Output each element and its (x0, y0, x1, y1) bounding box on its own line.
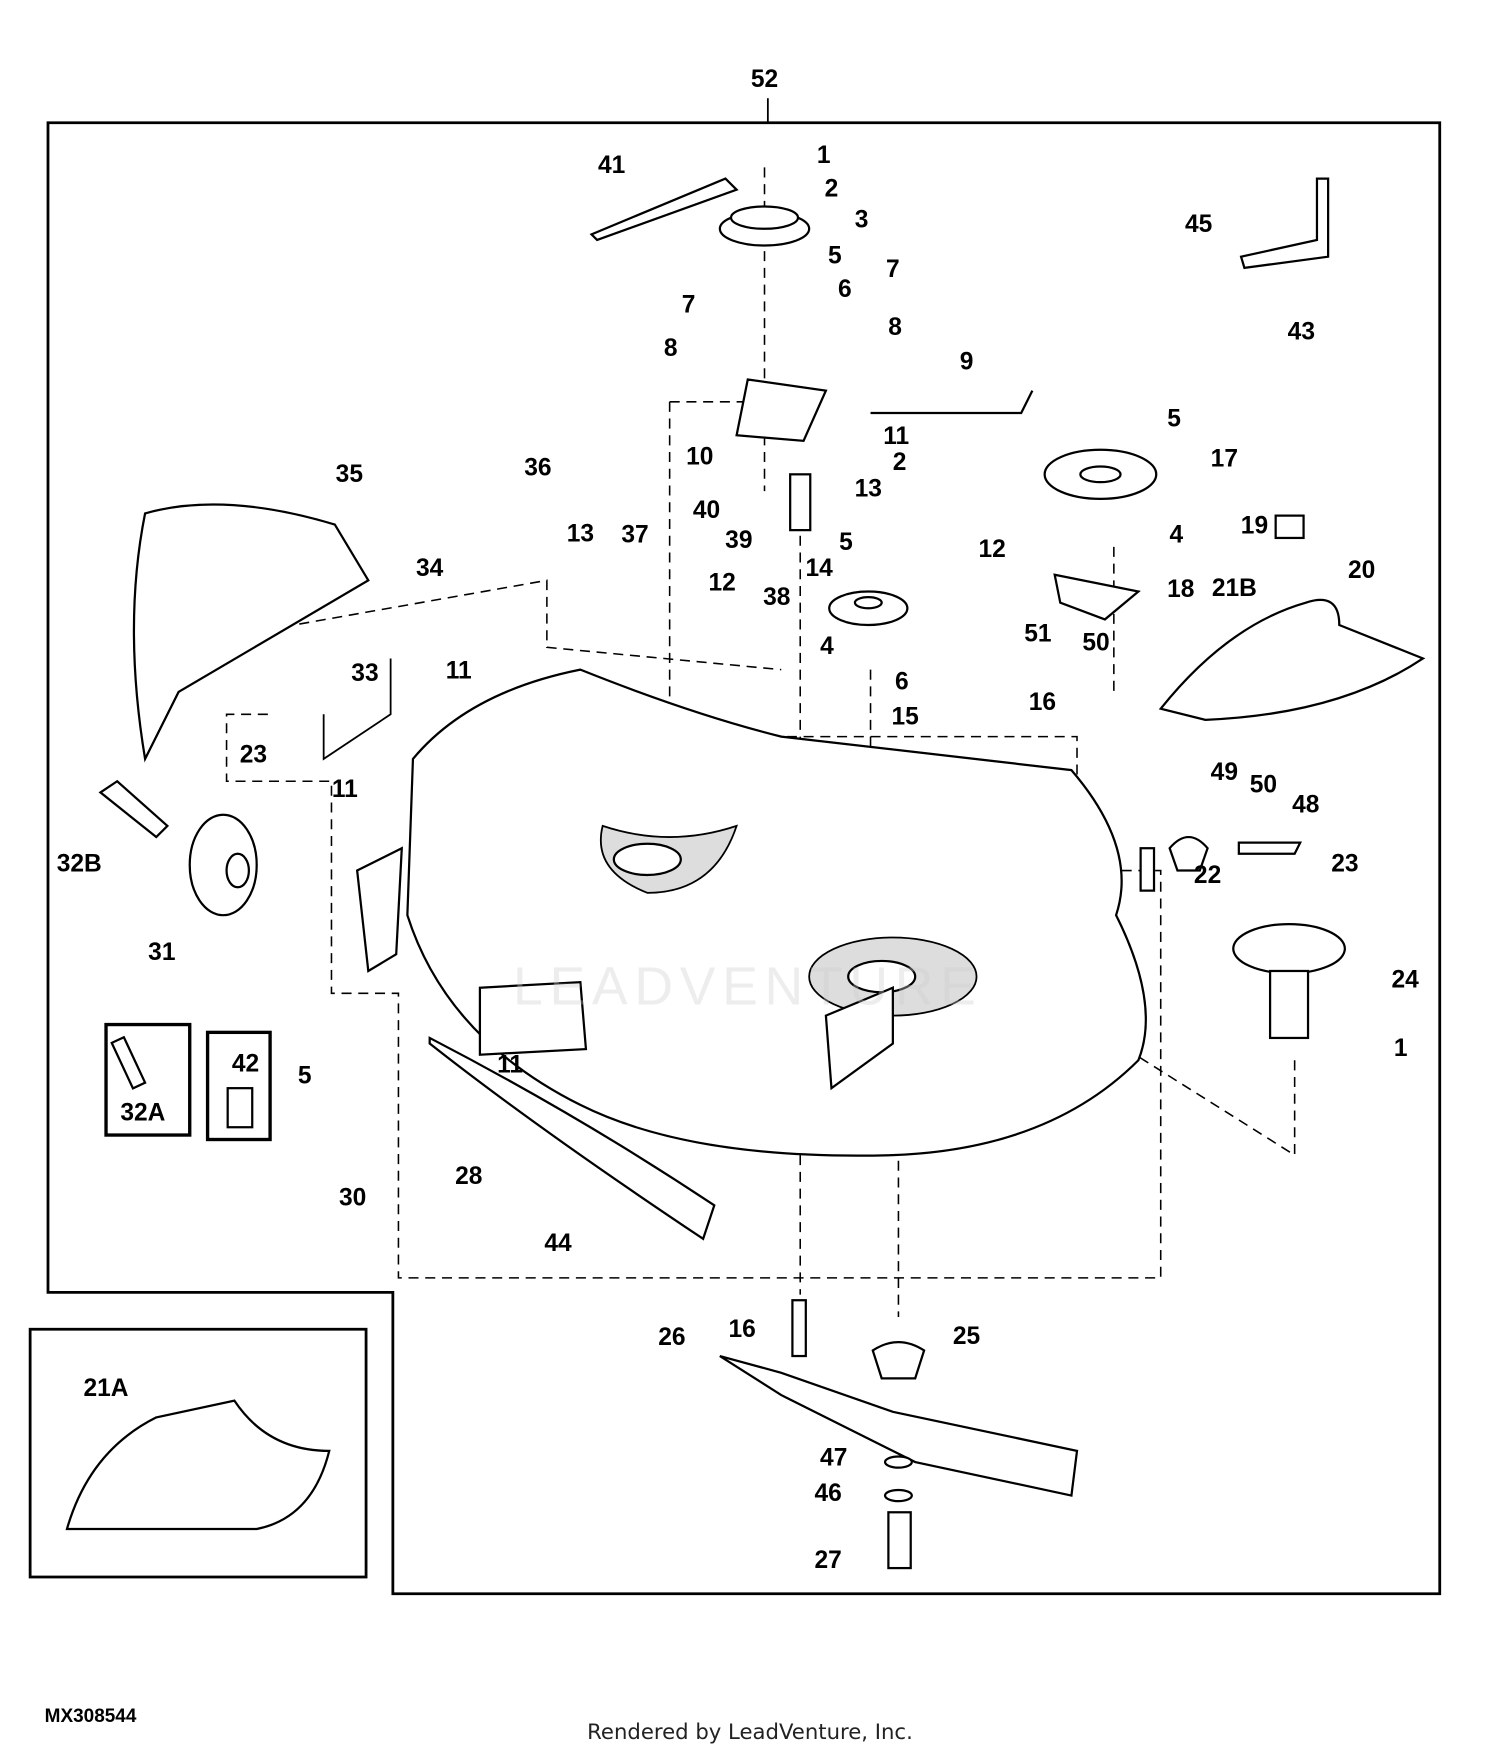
callout-48[interactable]: 48 (1292, 791, 1319, 818)
callout-39[interactable]: 39 (725, 527, 752, 554)
callout-32a[interactable]: 32A (120, 1100, 165, 1127)
inset-box-42 (205, 1030, 272, 1142)
callout-21a[interactable]: 21A (84, 1375, 129, 1402)
callout-47[interactable]: 47 (820, 1444, 847, 1471)
callout-11[interactable]: 11 (883, 423, 909, 450)
inset-box-32a (104, 1022, 192, 1137)
callout-31[interactable]: 31 (148, 939, 175, 966)
deck-housing (355, 668, 1147, 1241)
main-frame (46, 121, 1442, 1596)
callout-16[interactable]: 16 (729, 1316, 756, 1343)
callout-34[interactable]: 34 (416, 555, 444, 582)
callout-25[interactable]: 25 (953, 1323, 980, 1350)
baffle-28 (428, 1036, 716, 1241)
callout-42[interactable]: 42 (232, 1050, 259, 1077)
inset-box-21a (28, 1327, 368, 1579)
components (65, 177, 1426, 1570)
callout-8[interactable]: 8 (888, 314, 902, 341)
callout-36[interactable]: 36 (524, 454, 551, 481)
callout-9[interactable]: 9 (960, 348, 974, 375)
callout-32b[interactable]: 32B (57, 851, 102, 878)
callout-8[interactable]: 8 (664, 335, 678, 362)
callout-5[interactable]: 5 (839, 529, 853, 556)
callout-7[interactable]: 7 (886, 256, 900, 283)
callout-11[interactable]: 11 (446, 658, 472, 685)
callout-40[interactable]: 40 (693, 497, 720, 524)
callout-1[interactable]: 1 (1394, 1035, 1408, 1062)
callout-12[interactable]: 12 (708, 569, 735, 596)
callout-44[interactable]: 44 (544, 1230, 572, 1257)
callout-3[interactable]: 3 (855, 207, 869, 234)
callout-15[interactable]: 15 (891, 703, 918, 730)
callout-5[interactable]: 5 (828, 242, 842, 269)
bracket-10 (735, 378, 828, 443)
callout-11[interactable]: 11 (332, 776, 358, 803)
bracket-43 (1239, 177, 1330, 270)
callout-50[interactable]: 50 (1082, 630, 1109, 657)
callout-13[interactable]: 13 (855, 476, 882, 503)
wheel-31 (225, 852, 251, 889)
callout-7[interactable]: 7 (682, 292, 696, 319)
rod-9 (870, 390, 1034, 415)
bracket-18 (1053, 573, 1141, 621)
frames (28, 98, 1442, 1596)
callout-1[interactable]: 1 (817, 142, 831, 169)
blade-26 (719, 1354, 1079, 1497)
callout-2[interactable]: 2 (893, 449, 907, 476)
callout-2[interactable]: 2 (825, 175, 839, 202)
callout-50[interactable]: 50 (1250, 771, 1277, 798)
callout-52[interactable]: 52 (751, 66, 778, 93)
callout-41[interactable]: 41 (598, 152, 625, 179)
callout-38[interactable]: 38 (763, 584, 790, 611)
callout-23[interactable]: 23 (240, 741, 267, 768)
shield-21a (65, 1399, 331, 1531)
callout-13[interactable]: 13 (567, 520, 594, 547)
callout-30[interactable]: 30 (339, 1184, 366, 1211)
callout-18[interactable]: 18 (1167, 576, 1194, 603)
callout-10[interactable]: 10 (686, 443, 713, 470)
figure-code: MX308544 (45, 1706, 137, 1727)
rod-41 (589, 177, 739, 242)
footer-credit: Rendered by LeadVenture, Inc. (587, 1719, 913, 1744)
callout-35[interactable]: 35 (336, 461, 363, 488)
callout-43[interactable]: 43 (1288, 318, 1315, 345)
callout-22[interactable]: 22 (1194, 862, 1221, 889)
callout-33[interactable]: 33 (351, 660, 378, 687)
callout-16[interactable]: 16 (1029, 689, 1056, 716)
callout-27[interactable]: 27 (814, 1547, 841, 1574)
callout-46[interactable]: 46 (814, 1480, 841, 1507)
cap-19 (1274, 514, 1305, 540)
discharge-chute-35 (132, 503, 370, 763)
axle-32b (98, 779, 170, 839)
callout-23[interactable]: 23 (1331, 851, 1358, 878)
callout-19[interactable]: 19 (1241, 512, 1268, 539)
callout-17[interactable]: 17 (1211, 446, 1238, 473)
callout-6[interactable]: 6 (895, 669, 909, 696)
callout-24[interactable]: 24 (1391, 967, 1419, 994)
watermark: LEADVENTURE (513, 957, 983, 1016)
callout-14[interactable]: 14 (806, 555, 834, 582)
callout-51[interactable]: 51 (1024, 621, 1051, 648)
callout-49[interactable]: 49 (1211, 759, 1238, 786)
callout-37[interactable]: 37 (621, 521, 648, 548)
callout-4[interactable]: 4 (820, 633, 834, 660)
cap-25 (871, 1340, 926, 1380)
callout-21b[interactable]: 21B (1212, 575, 1257, 602)
callout-5[interactable]: 5 (298, 1063, 312, 1090)
callout-4[interactable]: 4 (1170, 521, 1184, 548)
callout-45[interactable]: 45 (1185, 211, 1212, 238)
callout-5[interactable]: 5 (1167, 405, 1181, 432)
callout-11[interactable]: 11 (497, 1052, 523, 1079)
shield-21b (1158, 598, 1426, 721)
callout-6[interactable]: 6 (838, 276, 852, 303)
callout-28[interactable]: 28 (455, 1163, 482, 1190)
callout-26[interactable]: 26 (658, 1324, 685, 1351)
callout-20[interactable]: 20 (1348, 557, 1375, 584)
callout-12[interactable]: 12 (979, 536, 1006, 563)
